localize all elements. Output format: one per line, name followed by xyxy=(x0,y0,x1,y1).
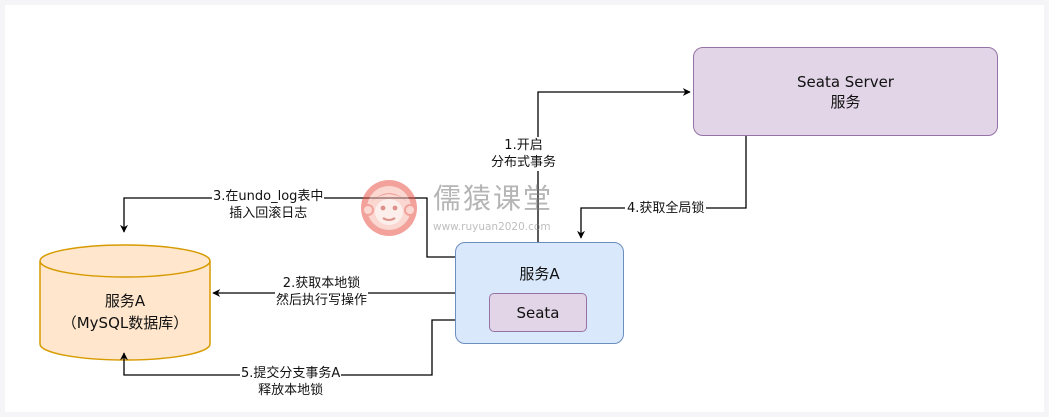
edge-label-step4: 4.获取全局锁 xyxy=(625,200,707,217)
seata-client-label: Seata xyxy=(516,303,560,322)
edge-label-step1-line2: 分布式事务 xyxy=(491,155,557,170)
watermark: 儒猿课堂 www.ruyuan2020.com xyxy=(359,176,569,238)
edge-commit-branch xyxy=(120,319,455,376)
seata-server-sublabel: 服务 xyxy=(830,92,861,111)
database-name: 服务A xyxy=(104,292,146,310)
edge-label-step1-line1: 1.开启 xyxy=(504,138,543,153)
service-a-label: 服务A xyxy=(519,265,560,283)
database-label: 服务A （MySQL数据库） xyxy=(40,290,210,334)
edge-label-step2-line2: 然后执行写操作 xyxy=(276,293,368,308)
watermark-title: 儒猿课堂 xyxy=(433,182,554,215)
edge-acquire-global-lock xyxy=(577,136,747,239)
edge-label-step5-line1: 5.提交分支事务A xyxy=(241,366,341,381)
seata-server-label: Seata Server xyxy=(797,72,894,91)
seata-client-box: Seata xyxy=(489,293,587,332)
edge-label-step5: 5.提交分支事务A 释放本地锁 xyxy=(240,365,342,399)
database-type: （MySQL数据库） xyxy=(61,314,189,332)
edge-label-step1: 1.开启 分布式事务 xyxy=(490,137,558,171)
edge-label-step3-line2: 插入回滚日志 xyxy=(229,206,308,221)
edge-insert-undo-log xyxy=(120,197,455,258)
edge-label-step3-line1: 3.在undo_log表中 xyxy=(213,189,324,204)
edge-label-step4-line1: 4.获取全局锁 xyxy=(627,201,705,216)
edge-label-step5-line2: 释放本地锁 xyxy=(258,383,324,398)
edge-label-step2-line1: 2.获取本地锁 xyxy=(282,276,361,291)
edge-label-step3: 3.在undo_log表中 插入回滚日志 xyxy=(212,188,325,222)
ruyuan-logo-icon xyxy=(361,180,417,236)
seata-server-node: Seata Server 服务 xyxy=(693,47,998,136)
edge-begin-global-tx xyxy=(537,88,691,242)
edge-label-step2: 2.获取本地锁 然后执行写操作 xyxy=(275,275,369,309)
watermark-url: www.ruyuan2020.com xyxy=(433,221,551,233)
